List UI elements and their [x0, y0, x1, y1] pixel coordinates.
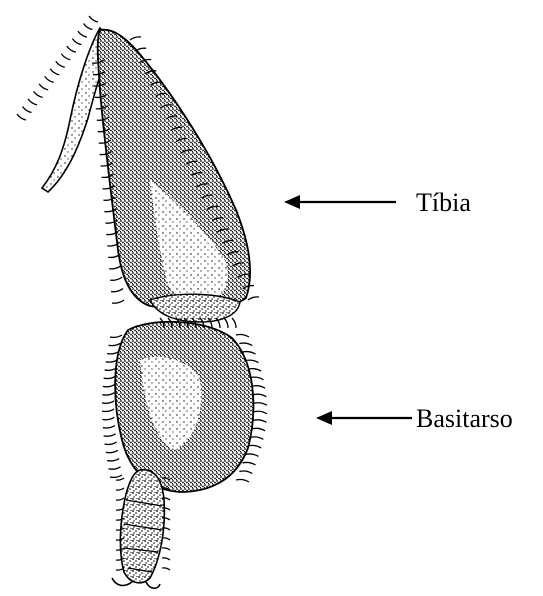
bristle — [162, 548, 170, 550]
bristle — [78, 31, 87, 37]
basitarso-pointer — [316, 411, 412, 425]
bristle — [248, 297, 259, 300]
bristle — [232, 318, 236, 328]
bristle — [105, 368, 117, 370]
bristle — [34, 91, 43, 97]
bristle — [107, 459, 119, 461]
bristle — [61, 54, 70, 60]
tibia-pointer — [284, 195, 396, 209]
bristle — [135, 48, 146, 51]
bristle — [252, 428, 265, 430]
bristle — [162, 538, 170, 540]
bristle — [102, 417, 114, 419]
basitarso-segment — [115, 322, 253, 492]
bristle — [236, 335, 249, 337]
bristle — [110, 277, 122, 280]
bristle — [116, 488, 124, 490]
bristle — [253, 394, 266, 396]
bristle — [162, 558, 170, 560]
basitarso-label: Basitarso — [416, 404, 513, 433]
bristle — [116, 478, 124, 480]
bristle — [250, 377, 263, 379]
bristle — [104, 376, 116, 378]
bristle — [103, 384, 115, 386]
bristle — [89, 16, 98, 22]
bristle — [102, 401, 114, 403]
bristle — [109, 343, 121, 345]
bristle — [116, 498, 124, 500]
bristle — [104, 434, 116, 436]
bristle — [72, 39, 81, 45]
bristle — [39, 84, 48, 90]
bristle — [254, 403, 267, 405]
bristle — [162, 568, 170, 570]
bristle — [105, 442, 117, 444]
bristle — [243, 352, 256, 354]
bristle — [239, 343, 252, 345]
bristle — [110, 475, 122, 477]
bristle — [252, 386, 265, 388]
bristle — [243, 462, 256, 464]
bristle — [110, 335, 122, 337]
bristle — [67, 46, 76, 52]
bristle — [248, 445, 261, 447]
bristle — [102, 393, 114, 395]
bristle — [83, 24, 92, 30]
bristle — [250, 437, 263, 439]
bristle — [245, 454, 258, 456]
bristle — [102, 409, 114, 411]
bristle — [50, 69, 59, 75]
bristle — [103, 426, 115, 428]
bristle — [236, 480, 249, 482]
bristle — [112, 300, 124, 303]
bristle — [56, 61, 65, 67]
bristle — [239, 471, 252, 473]
bristle — [45, 76, 54, 82]
bristle — [224, 318, 228, 328]
bristle — [130, 37, 141, 40]
bristle — [253, 420, 266, 422]
tibia-label: Tíbia — [416, 188, 471, 217]
bristle — [254, 411, 267, 413]
bristle — [17, 114, 26, 120]
bristle — [109, 467, 121, 469]
bristle — [23, 106, 32, 112]
bristle — [109, 266, 121, 269]
bristle — [106, 450, 118, 452]
bristle — [111, 289, 123, 292]
bristle — [28, 99, 37, 105]
